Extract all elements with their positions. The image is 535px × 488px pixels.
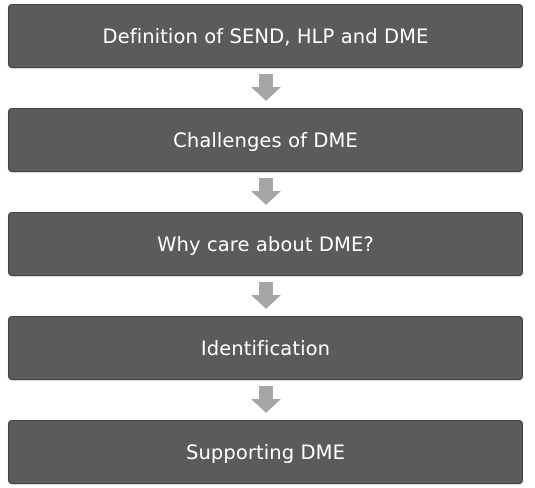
step-challenges-box: Challenges of DME [8, 108, 523, 172]
down-arrow-icon [250, 386, 282, 414]
step-why-care-label: Why care about DME? [157, 232, 374, 256]
step-why-care-box: Why care about DME? [8, 212, 523, 276]
down-arrow-icon [250, 282, 282, 310]
step-challenges-label: Challenges of DME [173, 128, 358, 152]
step-supporting-box: Supporting DME [8, 420, 523, 484]
step-definition-box: Definition of SEND, HLP and DME [8, 4, 523, 68]
step-definition-label: Definition of SEND, HLP and DME [102, 24, 429, 48]
down-arrow-icon [250, 178, 282, 206]
step-supporting-label: Supporting DME [186, 440, 345, 464]
step-identification-label: Identification [200, 336, 331, 360]
step-identification-box: Identification [8, 316, 523, 380]
down-arrow-icon [250, 74, 282, 102]
